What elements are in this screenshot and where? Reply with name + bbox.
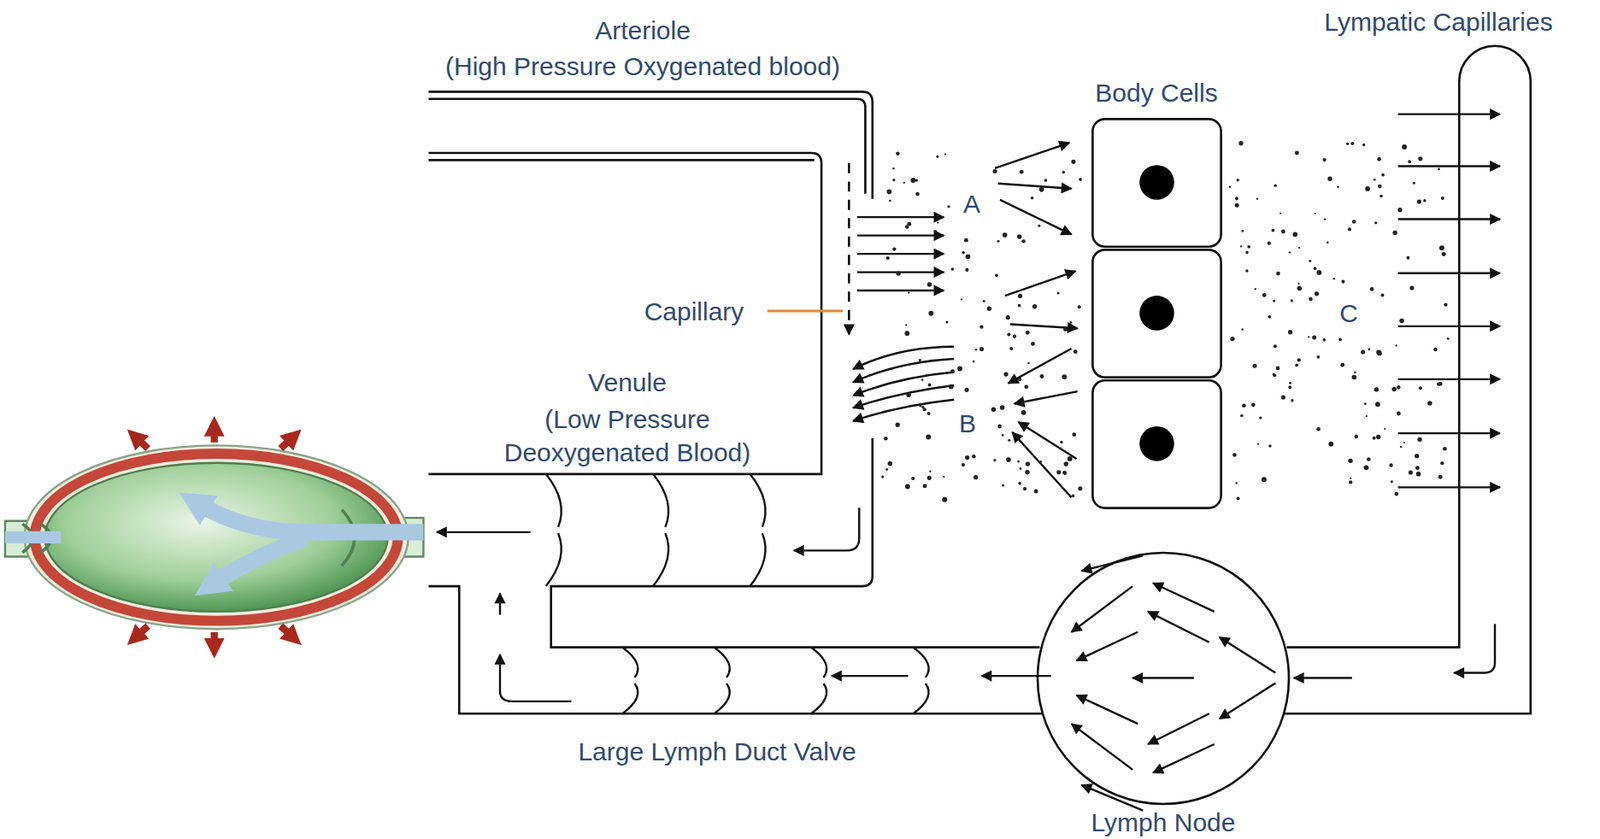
vessel-name: Arteriole	[594, 16, 691, 47]
node-heading: Body Cells	[1075, 78, 1238, 107]
body-cells-group: Body Cells	[1075, 78, 1238, 511]
capillary-leader	[767, 309, 843, 312]
vessel-name: Lympatic Capillaries	[1323, 7, 1553, 38]
vessel-walls	[428, 46, 1530, 715]
region-letter: B	[958, 409, 977, 440]
node-heading: Lymph Node	[1035, 808, 1292, 837]
part-name: Capillary	[644, 297, 745, 328]
body-cell-shapes	[1090, 117, 1224, 511]
fluid-particles	[881, 141, 1449, 503]
vessel-note: (Low Pressure Deoxygenated Blood)	[473, 402, 782, 470]
lymph-node-outline	[1035, 550, 1292, 807]
vessel-name: Venule	[588, 368, 667, 399]
part-name: Large Lymph Duct Valve	[577, 737, 856, 768]
region-letter: A	[963, 189, 981, 220]
vessel-note: (High Pressure Oxygenated blood)	[445, 52, 841, 83]
region-letter: C	[1339, 299, 1359, 330]
lymph-vessel-illustration	[5, 426, 424, 649]
valves	[546, 474, 930, 714]
lymph-node-circle: Lymph Node	[1035, 550, 1292, 837]
flow-arrows	[436, 114, 1500, 812]
